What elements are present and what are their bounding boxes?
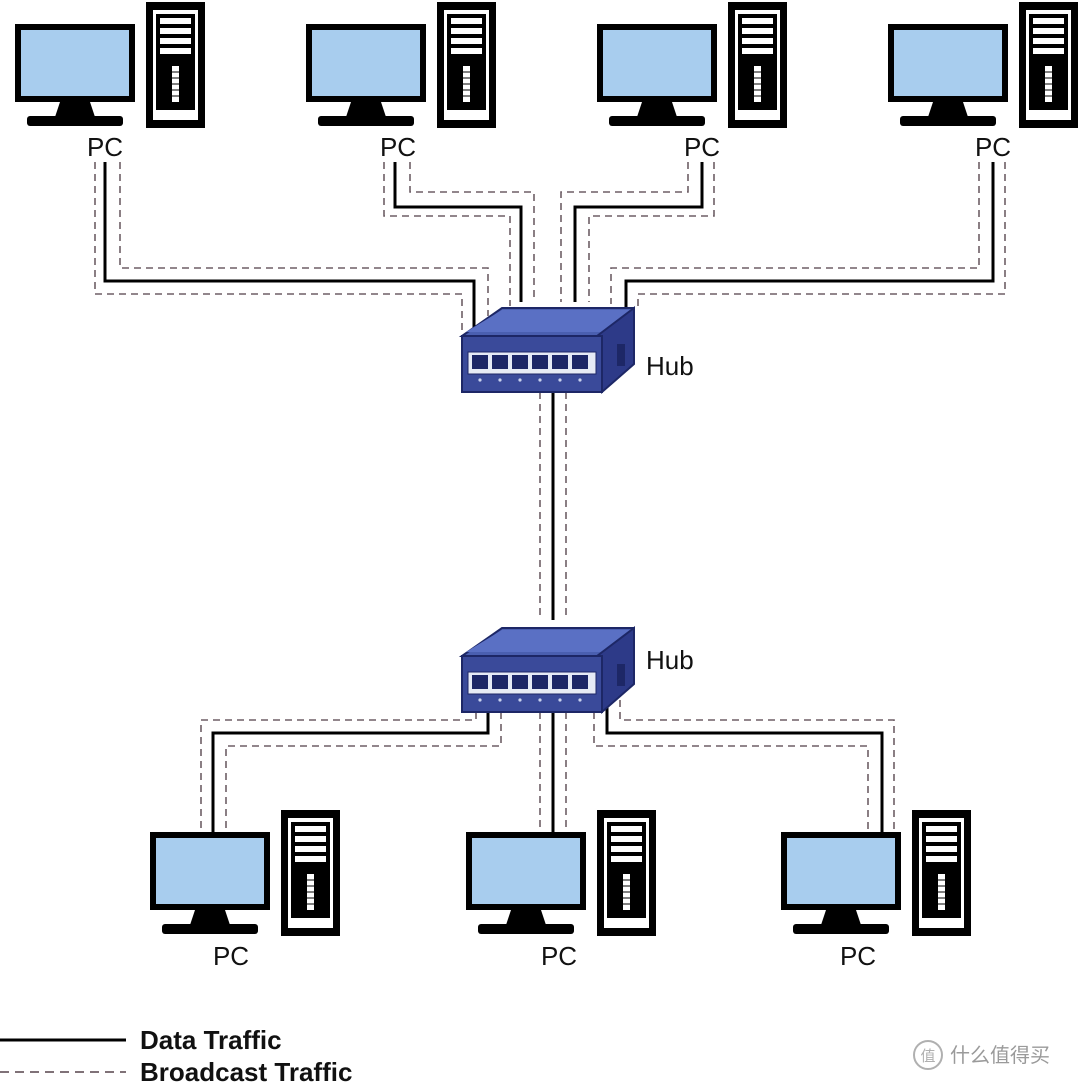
desktop-computer-icon [596,1,788,129]
desktop-computer-icon [305,1,497,129]
hub-top: Hub [461,307,694,393]
data-cable-pc3 [573,162,704,302]
pc-label: PC [87,132,123,162]
pc-bottom-1: PC [149,809,341,971]
pc-label: PC [840,941,876,971]
broadcast-cable-pc3-inner [560,162,689,302]
legend: Data Traffic Broadcast Traffic [0,1025,352,1083]
pc-top-3: PC [596,1,788,162]
cables-hub-link [539,392,567,620]
watermark: 值 什么值得买 [913,1040,1050,1070]
cables-top [94,162,1006,330]
pc-label: PC [975,132,1011,162]
legend-data-traffic-label: Data Traffic [140,1025,282,1055]
broadcast-cable-pc7-outer [619,700,895,832]
desktop-computer-icon [887,1,1079,129]
desktop-computer-icon [14,1,206,129]
pc-top-2: PC [305,1,497,162]
broadcast-cable-pc5-inner [225,700,502,832]
hub-label: Hub [646,645,694,675]
svg-text:值: 值 [920,1047,935,1065]
cables-bottom [200,700,895,832]
desktop-computer-icon [780,809,972,937]
pc-label: PC [380,132,416,162]
pc-top-4: PC [887,1,1079,162]
hub-label: Hub [646,351,694,381]
pc-bottom-2: PC [465,809,657,971]
pc-label: PC [213,941,249,971]
broadcast-cable-pc1-outer [94,162,463,330]
pc-label: PC [684,132,720,162]
data-cable-pc5 [211,700,490,832]
zhi-logo-icon [913,1040,943,1070]
data-cable-pc1 [103,162,476,328]
broadcast-cable-pc5-outer [200,700,477,832]
broadcast-cable-pc7-inner [593,700,869,832]
broadcast-cable-pc4-outer [637,162,1006,310]
broadcast-cable-pc3-outer [588,162,715,302]
watermark-text: 什么值得买 [950,1043,1050,1067]
pc-top-1: PC [14,1,206,162]
pc-label: PC [541,941,577,971]
data-cable-pc4 [624,162,995,308]
desktop-computer-icon [465,809,657,937]
broadcast-cable-pc2-outer [383,162,511,306]
hub-device-icon [461,627,635,713]
pc-bottom-3: PC [780,809,972,971]
data-cable-pc2 [393,162,523,302]
hub-device-icon [461,307,635,393]
broadcast-cable-pc2-inner [409,162,535,302]
hub-bottom: Hub [461,627,694,713]
desktop-computer-icon [149,809,341,937]
broadcast-cable-pc1-inner [119,162,489,316]
data-cable-pc7 [605,700,884,832]
broadcast-cable-pc4-inner [610,162,980,304]
legend-broadcast-traffic-label: Broadcast Traffic [140,1057,352,1083]
